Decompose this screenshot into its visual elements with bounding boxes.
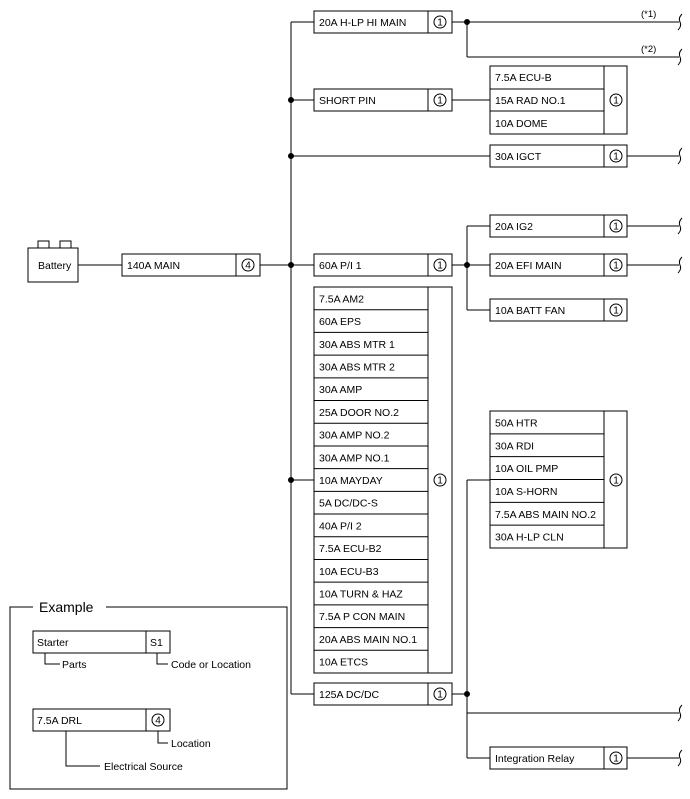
fuse-label: 7.5A ABS MAIN NO.2 bbox=[495, 509, 596, 521]
location-number: 4 bbox=[245, 261, 251, 272]
fuse-label: 7.5A AM2 bbox=[319, 293, 364, 305]
fuse-label: 30A AMP bbox=[319, 384, 362, 396]
fuse-label: 30A ABS MTR 2 bbox=[319, 361, 395, 373]
battery-label: Battery bbox=[38, 260, 72, 272]
location-number: 4 bbox=[155, 716, 161, 727]
fuse-label: 7.5A P CON MAIN bbox=[319, 611, 405, 623]
fuse-label: 30A AMP NO.2 bbox=[319, 430, 390, 442]
fuse-label: 10A ETCS bbox=[319, 657, 368, 669]
source-caption: Electrical Source bbox=[104, 761, 183, 773]
fuse-label: SHORT PIN bbox=[319, 95, 376, 107]
fuse-label: 30A AMP NO.1 bbox=[319, 452, 390, 464]
short-pin-group: 7.5A ECU-B 15A RAD NO.1 10A DOME 1 bbox=[489, 65, 628, 135]
junction-dot bbox=[288, 262, 294, 268]
fuse-label: 25A DOOR NO.2 bbox=[319, 407, 399, 419]
connector-brace bbox=[677, 256, 683, 274]
fuse-group-main: 7.5A AM2 60A EPS 30A ABS MTR 1 30A ABS MTR … bbox=[313, 286, 453, 674]
fuse-label: 30A IGCT bbox=[495, 151, 542, 163]
connector-brace bbox=[677, 217, 683, 235]
fuse-label: 10A MAYDAY bbox=[319, 475, 383, 487]
fuse-label: 20A EFI MAIN bbox=[495, 260, 562, 272]
fuse-label: 5A DC/DC-S bbox=[319, 498, 378, 510]
code-caption: Code or Location bbox=[171, 659, 251, 671]
location-number: 1 bbox=[437, 18, 443, 29]
fuse-label: 20A IG2 bbox=[495, 221, 533, 233]
fuse-group-dcdc: 50A HTR 30A RDI 10A OIL PMP 10A S-HORN 7.5A … bbox=[489, 410, 628, 549]
h-lp-hi-main-fuse: 20A H-LP HI MAIN 1 bbox=[313, 10, 453, 34]
location-number: 1 bbox=[437, 690, 443, 701]
igct-fuse: 30A IGCT 1 bbox=[489, 144, 628, 168]
example-title: Example bbox=[39, 599, 94, 615]
connector-brace bbox=[677, 13, 683, 31]
fuse-label: 30A H-LP CLN bbox=[495, 532, 564, 544]
fuse-label: 60A P/I 1 bbox=[319, 260, 362, 272]
fuse-label: 10A BATT FAN bbox=[495, 305, 565, 317]
fuse-label: 10A DOME bbox=[495, 118, 548, 130]
fuse-label: 60A EPS bbox=[319, 316, 361, 328]
fuse-label: 15A RAD NO.1 bbox=[495, 95, 566, 107]
note-1: (*1) bbox=[641, 9, 656, 20]
note-2: (*2) bbox=[641, 44, 656, 55]
location-number: 1 bbox=[613, 476, 619, 487]
fuse-label: 10A ECU-B3 bbox=[319, 566, 379, 578]
connector-brace bbox=[677, 48, 683, 66]
location-number: 1 bbox=[613, 152, 619, 163]
ig2-fuse: 20A IG2 1 bbox=[489, 214, 628, 238]
main-fuse: 140A MAIN 4 bbox=[121, 253, 261, 277]
location-number: 1 bbox=[437, 96, 443, 107]
location-number: 1 bbox=[613, 96, 619, 107]
fuse-label: 10A TURN & HAZ bbox=[319, 589, 403, 601]
location-number: 1 bbox=[613, 306, 619, 317]
location-number: 1 bbox=[613, 261, 619, 272]
example-part-label: Starter bbox=[37, 637, 69, 649]
fuse-label: 20A H-LP HI MAIN bbox=[319, 17, 406, 29]
fuse-label: 30A RDI bbox=[495, 440, 534, 452]
location-number: 1 bbox=[613, 222, 619, 233]
fuse-label: 40A P/I 2 bbox=[319, 520, 362, 532]
fuse-label: 30A ABS MTR 1 bbox=[319, 339, 395, 351]
location-number: 1 bbox=[613, 754, 619, 765]
integration-relay: Integration Relay 1 bbox=[489, 746, 628, 770]
main-fuse-label: 140A MAIN bbox=[127, 260, 180, 272]
connector-brace bbox=[677, 704, 683, 722]
efi-main-fuse: 20A EFI MAIN 1 bbox=[489, 253, 628, 277]
fuse-label: 125A DC/DC bbox=[319, 689, 380, 701]
fuse-label: 20A ABS MAIN NO.1 bbox=[319, 634, 417, 646]
example-part-code: S1 bbox=[150, 637, 163, 649]
battery: Battery bbox=[27, 240, 79, 283]
location-number: 1 bbox=[437, 476, 443, 487]
fuse-label: 50A HTR bbox=[495, 417, 538, 429]
fuse-label: 7.5A ECU-B2 bbox=[319, 543, 382, 555]
connector-brace bbox=[677, 147, 683, 165]
location-caption: Location bbox=[171, 738, 211, 750]
short-pin: SHORT PIN 1 bbox=[313, 88, 453, 112]
fuse-label: 10A S-HORN bbox=[495, 486, 557, 498]
connector-brace bbox=[677, 749, 683, 767]
parts-caption: Parts bbox=[62, 659, 87, 671]
batt-fan-fuse: 10A BATT FAN 1 bbox=[489, 298, 628, 322]
fuse-label: 7.5A ECU-B bbox=[495, 72, 552, 84]
example-source-label: 7.5A DRL bbox=[37, 715, 82, 727]
fuse-label: 10A OIL PMP bbox=[495, 463, 558, 475]
dcdc-fuse: 125A DC/DC 1 bbox=[313, 682, 453, 706]
location-number: 1 bbox=[437, 261, 443, 272]
relay-label: Integration Relay bbox=[495, 753, 575, 765]
pi1-fuse: 60A P/I 1 1 bbox=[313, 253, 453, 277]
example-legend: Example Starter S1 Parts Code or Locatio… bbox=[9, 599, 288, 790]
